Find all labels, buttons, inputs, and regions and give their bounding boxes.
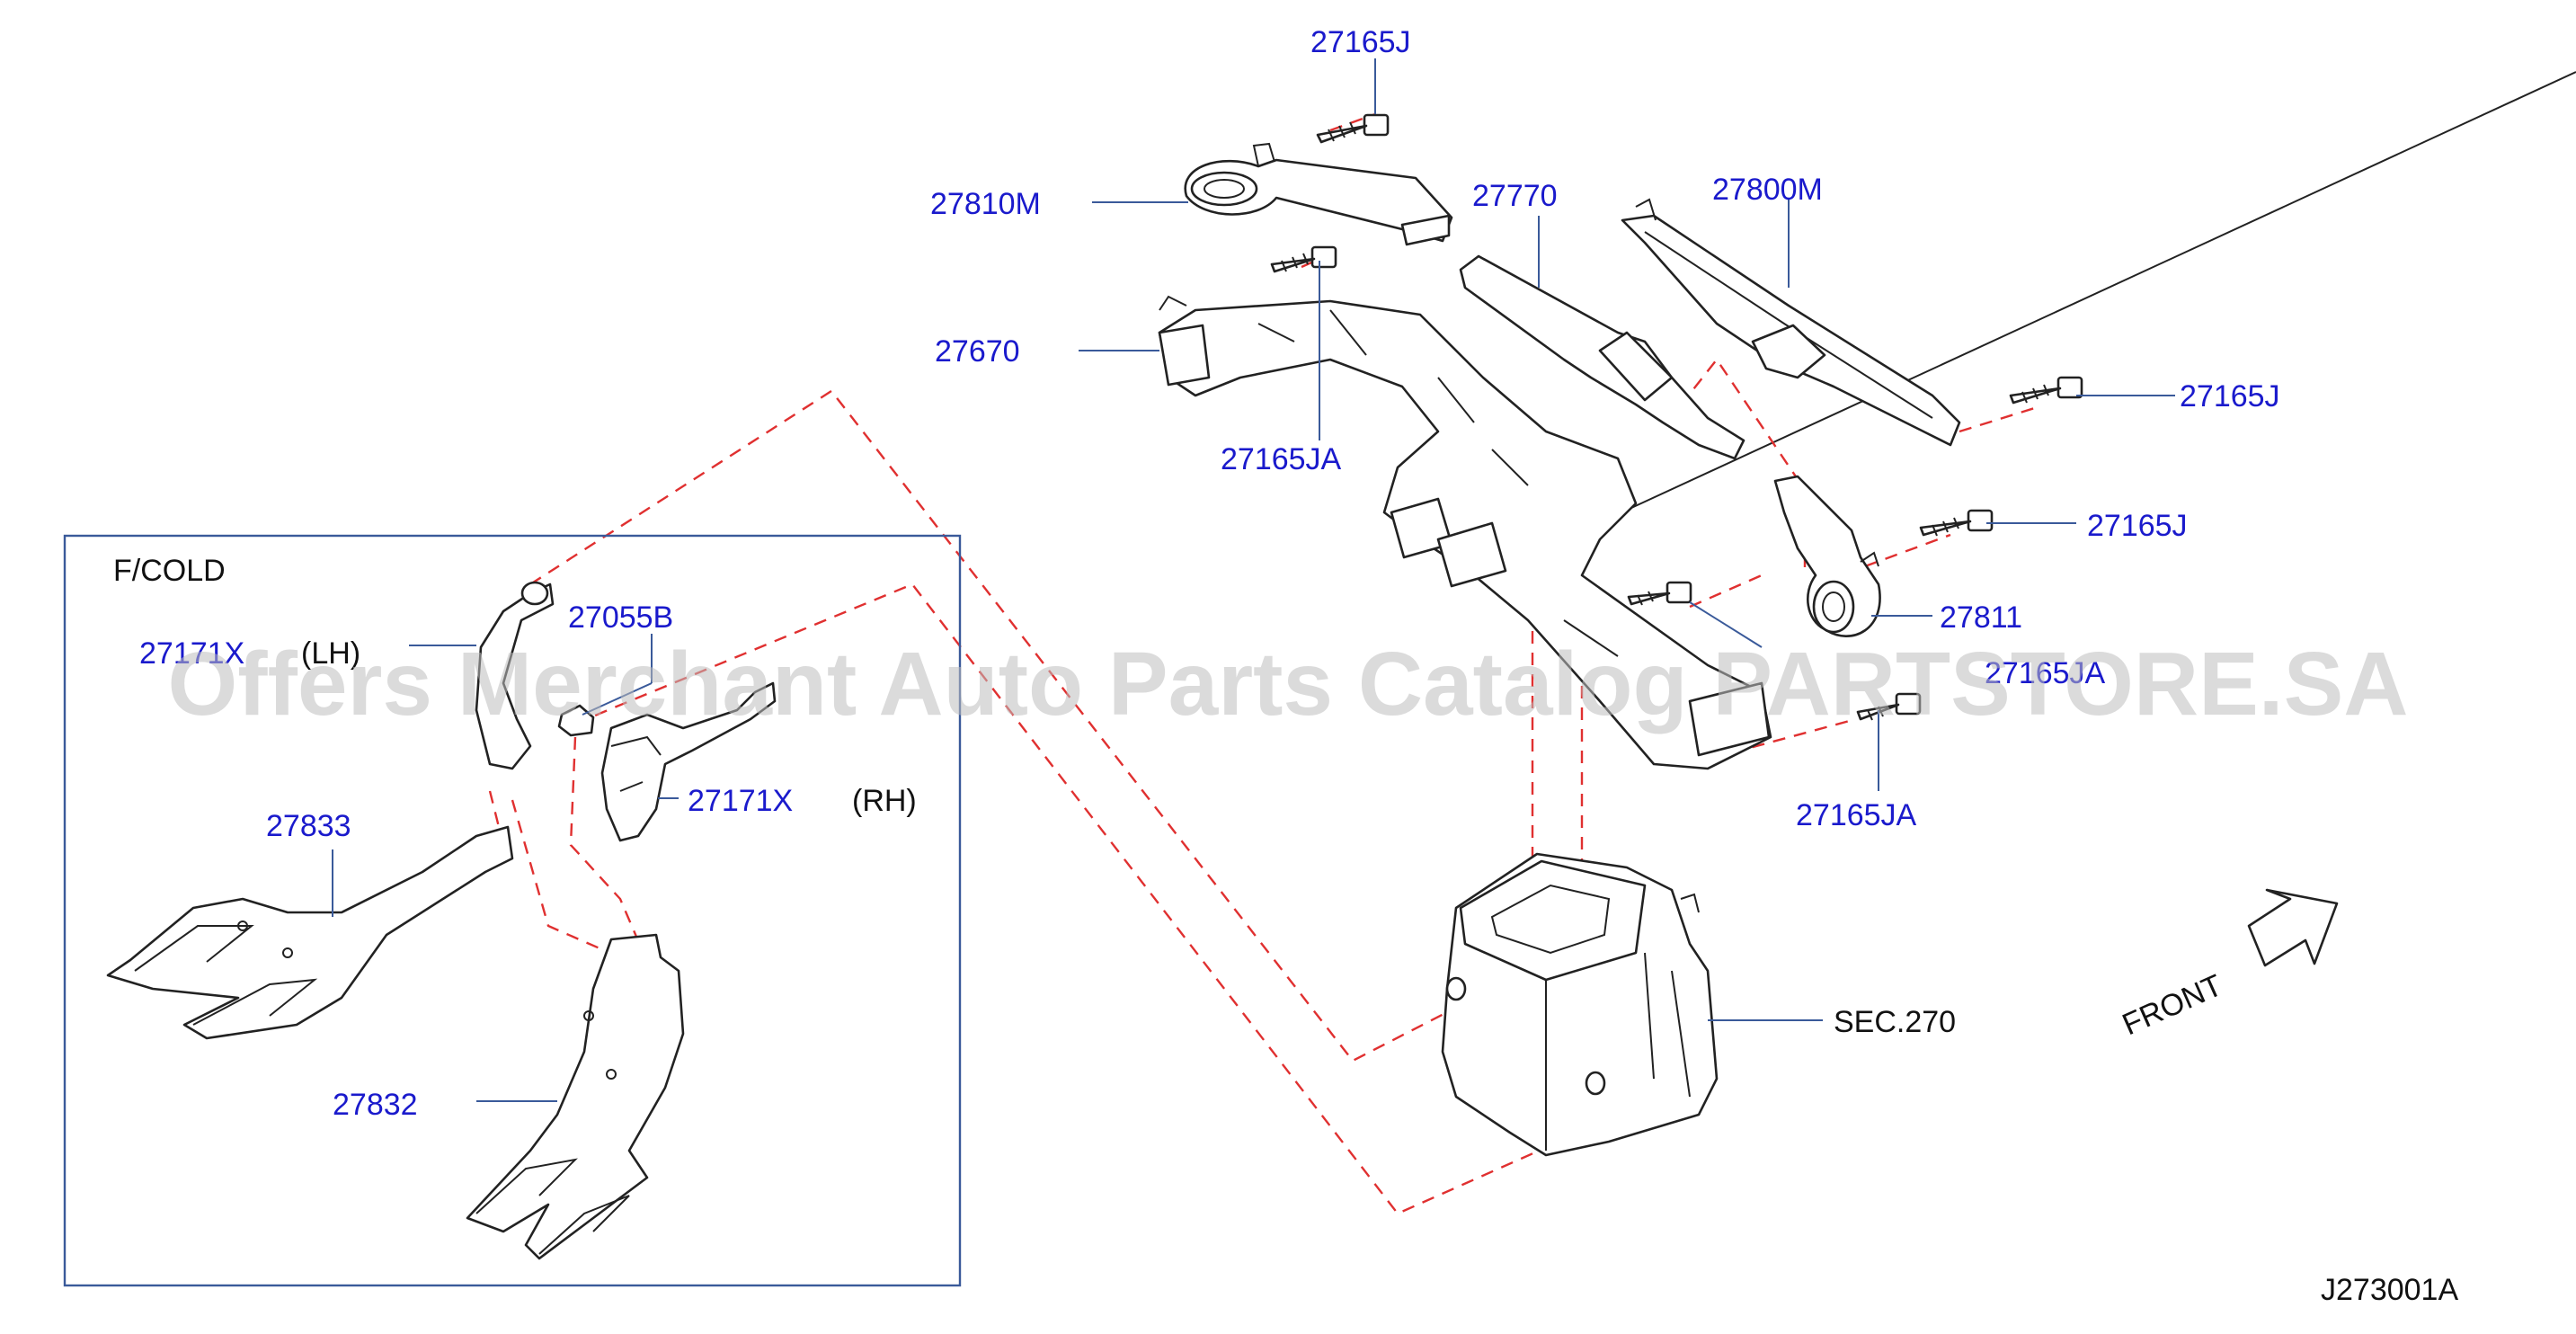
floor-duct-27833 [106,825,514,1040]
floor-duct-27832 [466,933,685,1260]
screw-27165J-right2 [1919,509,1994,537]
label-27770: 27770 [1472,179,1558,213]
label-sec270: SEC.270 [1834,1005,1956,1039]
grille-27800M [1621,198,1961,447]
screw-27165JA-mid [1627,581,1692,606]
diagonal-guide-line [1630,71,2576,509]
duct-27171X-lh [475,581,555,770]
label-27165J-top: 27165J [1310,25,1411,59]
front-label: FRONT [2118,968,2227,1042]
label-27055B: 27055B [568,600,673,635]
label-27810M: 27810M [930,187,1041,221]
label-lh-suffix: (LH) [301,636,360,671]
label-27165JA-mid: 27165JA [1985,656,2106,690]
label-27670: 27670 [935,334,1020,369]
duct-27171X-rh [600,681,777,842]
label-27171X-rh: 27171X [688,784,793,818]
leader-lines [332,58,2175,1102]
diagram-code: J273001A [2321,1273,2458,1307]
duct-27811 [1773,475,1881,637]
screw-27165JA-left [1270,245,1337,273]
label-27832: 27832 [333,1088,418,1122]
inset-title: F/COLD [113,554,226,588]
label-27165J-right2: 27165J [2087,509,2188,543]
front-arrow-icon [2247,888,2339,967]
inset-box [63,534,962,1287]
label-27800M: 27800M [1712,173,1823,207]
screw-27165J-top [1316,113,1390,144]
label-27165J-right1: 27165J [2180,379,2280,414]
label-27165JA-bottom: 27165JA [1796,798,1917,832]
label-rh-suffix: (RH) [852,784,917,818]
label-27811: 27811 [1940,600,2022,635]
heater-unit-sec270 [1441,852,1719,1157]
screw-27165J-right1 [2009,376,2083,405]
dashed-connection-lines [488,112,2041,1215]
screw-27165JA-bottom [1856,692,1922,721]
watermark: Offers Merchant Auto Parts Catalog PARTS… [168,634,2409,734]
label-27833: 27833 [266,809,351,843]
duct-27670 [1158,295,1772,770]
label-27171X-lh: 27171X [139,636,244,671]
duct-27810M [1184,142,1453,246]
label-27165JA-left: 27165JA [1221,442,1342,476]
duct-27770 [1459,254,1745,460]
